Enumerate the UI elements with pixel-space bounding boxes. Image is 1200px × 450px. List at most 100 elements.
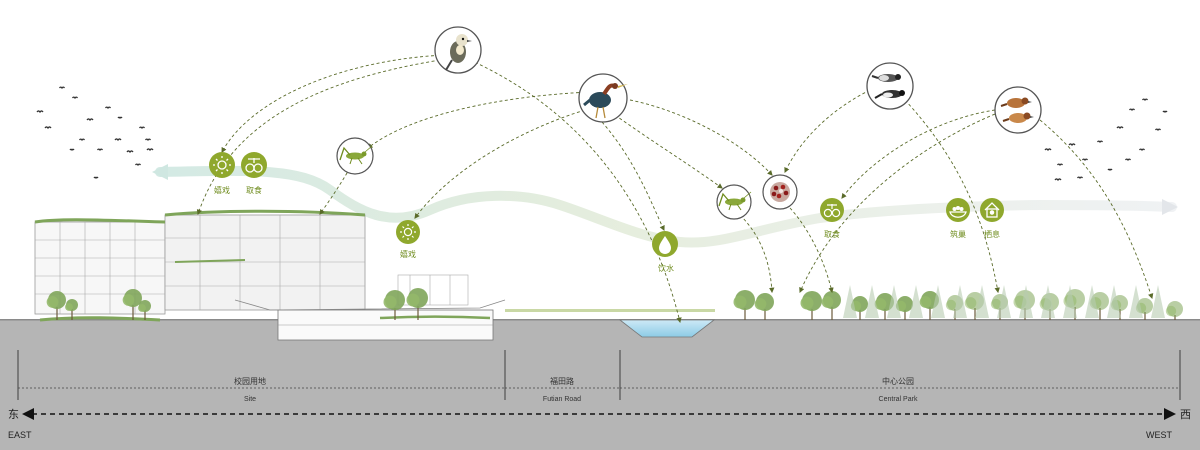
fruit-icon (245, 158, 263, 173)
flying-bird (78, 138, 86, 142)
tree (383, 290, 405, 320)
icon-label: 饮水 (658, 263, 674, 273)
tree (733, 290, 755, 320)
flying-bird (93, 176, 99, 180)
conifer (953, 285, 967, 318)
tree (46, 291, 66, 320)
heron-node (578, 73, 628, 123)
flying-bird (104, 106, 112, 110)
arc-bird1-to-building (196, 59, 441, 216)
icon-label: 筑巢 (950, 229, 966, 239)
direction-right-en: WEST (1146, 430, 1173, 440)
direction-axis (22, 408, 1176, 420)
icon-label: 嬉戏 (214, 185, 230, 195)
bird-pair-2-node (994, 86, 1042, 134)
flying-bird (1044, 148, 1052, 152)
zone-road-cn: 福田路 (550, 376, 574, 386)
conifer (1129, 285, 1143, 318)
flying-bird (1154, 128, 1162, 132)
conifer (997, 285, 1011, 318)
flying-bird (1138, 148, 1146, 152)
flying-bird (86, 118, 94, 122)
tree (821, 291, 841, 320)
arc-heron-to-sun2 (414, 109, 586, 219)
activity-icon-play-2: 嬉戏 (396, 220, 420, 259)
activity-icon-rest: 栖息 (980, 198, 1004, 239)
flying-bird (1068, 143, 1076, 147)
arrow-right-icon (1164, 408, 1176, 420)
arc-pair2-to-fruit (841, 109, 996, 199)
bird-pair-icon (871, 74, 905, 99)
conifer (1019, 285, 1033, 318)
grasshopper-2-node (716, 184, 752, 220)
ecological-flow-band (155, 165, 1177, 248)
flying-bird (71, 96, 79, 100)
icon-label: 嬉戏 (400, 249, 416, 259)
arc-berries-to-trees (789, 207, 834, 294)
flying-bird (96, 148, 104, 152)
direction-left-en: EAST (8, 430, 32, 440)
flying-bird (1124, 158, 1132, 162)
flying-bird (1116, 126, 1124, 130)
tree (65, 299, 78, 320)
icon-label: 取食 (246, 185, 262, 195)
flying-bird (134, 163, 142, 167)
conifer (887, 285, 901, 318)
arc-grasshopper1-to-building (319, 167, 351, 215)
activity-icon-nest: 筑巢 (946, 198, 970, 239)
flying-bird (69, 148, 75, 152)
flow-arrow-left (152, 164, 168, 180)
activity-icon-feed-2: 取食 (820, 198, 844, 239)
movement-arcs (196, 54, 1154, 324)
tree (800, 291, 822, 320)
flying-bird (144, 138, 152, 142)
zone-road-en: Futian Road (543, 396, 581, 403)
flying-bird (36, 110, 44, 114)
arc-pair2-to-trees (799, 111, 1001, 293)
grasshopper-icon (718, 191, 752, 211)
tree (122, 289, 142, 320)
water-drop-icon (659, 236, 671, 254)
zone-dividers (17, 350, 1181, 400)
bird-icon (445, 34, 472, 71)
finch-pair-icon (1000, 97, 1034, 123)
tree-line (46, 285, 1183, 320)
direction-left-cn: 东 (8, 408, 19, 421)
conifer (1107, 285, 1121, 318)
sun-icon (400, 224, 416, 240)
conifer (909, 285, 923, 318)
icon-label: 取食 (824, 229, 840, 239)
arc-pair1-to-berries (784, 89, 871, 173)
zone-site-cn: 校园用地 (234, 376, 266, 386)
grasshopper-1-node (336, 137, 374, 175)
conifer (1151, 285, 1165, 318)
flying-bird (114, 138, 122, 142)
zone-site-en: Site (244, 396, 256, 403)
arc-pair1-to-trees (904, 99, 1000, 294)
conifer (1041, 285, 1055, 318)
icon-label: 栖息 (984, 229, 1000, 239)
flying-bird (1107, 168, 1113, 172)
sun-icon (213, 156, 231, 174)
flying-bird (1162, 110, 1168, 114)
arrow-left-icon (22, 408, 34, 420)
flying-bird (1081, 158, 1089, 162)
flying-bird (1056, 163, 1064, 167)
birdhouse-icon (984, 202, 1000, 218)
flying-bird (44, 126, 52, 130)
flock-right (1044, 98, 1168, 182)
flying-bird (1076, 176, 1084, 180)
flow-arrow-right (1162, 199, 1178, 215)
arc-heron-to-berries (629, 99, 773, 176)
conifer (975, 285, 989, 318)
arc-heron-to-water (601, 121, 665, 231)
flying-bird (1128, 108, 1136, 112)
conifer (865, 285, 879, 318)
tree (1165, 301, 1183, 320)
bird-pair-1-node (866, 62, 914, 110)
berries-node (762, 174, 798, 210)
campus-building (34, 209, 715, 341)
grasshopper-icon (339, 145, 373, 165)
